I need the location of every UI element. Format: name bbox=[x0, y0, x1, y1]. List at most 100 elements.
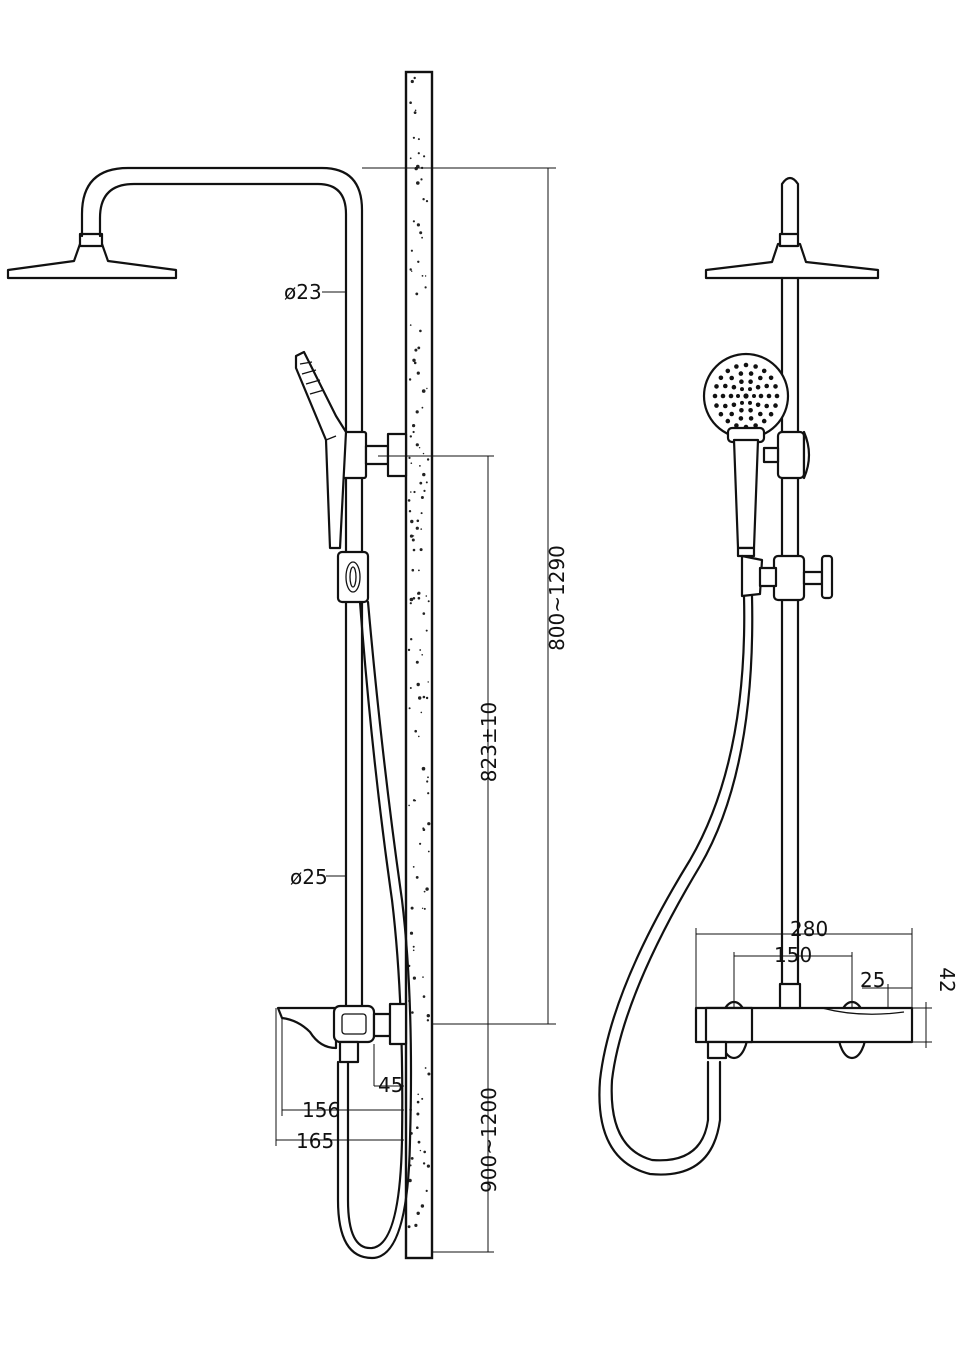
wall-speck bbox=[408, 510, 412, 513]
mixer-valve bbox=[276, 1002, 408, 1064]
nozzle bbox=[748, 408, 753, 413]
nozzle bbox=[748, 379, 753, 385]
wall-speck bbox=[419, 842, 422, 845]
nozzle bbox=[766, 393, 772, 399]
wall-speck bbox=[420, 528, 423, 530]
mixer-body-front bbox=[694, 982, 914, 1060]
wall-speck bbox=[416, 682, 420, 687]
nozzle bbox=[764, 403, 769, 409]
wall-speck bbox=[415, 410, 419, 414]
nozzle bbox=[752, 394, 756, 398]
wall-speck bbox=[425, 481, 428, 484]
wall-speck bbox=[416, 1126, 419, 1129]
spout-offset-label: 45 bbox=[378, 1073, 403, 1097]
wall-speck bbox=[412, 535, 415, 537]
nozzle bbox=[712, 393, 718, 399]
wall-speck bbox=[414, 729, 418, 733]
wall-speck bbox=[411, 538, 415, 542]
wall-speck bbox=[409, 157, 412, 160]
wall-speck bbox=[421, 907, 424, 909]
wall-speck bbox=[418, 735, 420, 738]
nozzle bbox=[729, 411, 734, 417]
nozzle bbox=[738, 371, 744, 376]
wall-speck bbox=[407, 648, 411, 652]
wall-speck bbox=[416, 519, 420, 523]
wall-speck bbox=[419, 329, 422, 333]
wall-speck bbox=[427, 681, 429, 683]
wall-speck bbox=[416, 181, 420, 185]
wall-speck bbox=[423, 155, 426, 158]
wall-speck bbox=[409, 268, 412, 271]
wall-speck bbox=[412, 945, 415, 948]
wall-speck bbox=[426, 780, 429, 783]
inlet-centers-label: 150 bbox=[774, 943, 812, 967]
nozzle bbox=[729, 375, 734, 381]
wall-speck bbox=[419, 465, 421, 467]
wall-speck bbox=[410, 638, 413, 641]
nozzle bbox=[755, 384, 761, 390]
wall-speck bbox=[409, 101, 412, 104]
wall-speck bbox=[407, 499, 411, 502]
wall-speck bbox=[417, 138, 420, 141]
arm-diameter-label: ø23 bbox=[284, 280, 322, 304]
wall-speck bbox=[425, 595, 428, 597]
front-view: 280 150 25 42 bbox=[598, 176, 959, 1176]
wall-speck bbox=[426, 458, 430, 461]
nozzle bbox=[768, 411, 774, 417]
wall-speck bbox=[412, 976, 416, 980]
wall-speck bbox=[427, 792, 430, 795]
wall-speck bbox=[412, 358, 416, 362]
total-projection-label: 165 bbox=[296, 1129, 334, 1153]
wall-speck bbox=[417, 1140, 421, 1144]
wall-speck bbox=[414, 109, 417, 112]
wall-speck bbox=[417, 260, 420, 263]
wall-speck bbox=[415, 292, 419, 296]
nozzle bbox=[748, 400, 752, 405]
outlet-height-label: 800~1290 bbox=[545, 545, 569, 651]
wall-speck bbox=[412, 866, 415, 868]
wall-speck bbox=[421, 654, 424, 656]
connector-span-label: 823±10 bbox=[477, 702, 501, 782]
wall-speck bbox=[414, 348, 418, 352]
wall-speck bbox=[415, 876, 419, 879]
nozzle bbox=[714, 384, 719, 389]
dimension-lines-side bbox=[275, 167, 556, 1253]
wall-speck bbox=[427, 1072, 431, 1076]
wall-speck bbox=[414, 1223, 418, 1227]
wall-speck bbox=[419, 231, 423, 235]
wall-speck bbox=[426, 1019, 430, 1022]
rain-head-front bbox=[704, 232, 880, 280]
nozzle bbox=[723, 403, 728, 409]
nozzle bbox=[755, 402, 761, 408]
wall-speck bbox=[423, 890, 426, 893]
nozzle bbox=[718, 411, 724, 417]
nozzle bbox=[739, 379, 744, 385]
nozzle bbox=[758, 375, 763, 381]
wall-speck bbox=[409, 597, 414, 602]
wall-speck bbox=[424, 275, 427, 277]
wall-speck bbox=[421, 275, 424, 277]
wall-speck bbox=[423, 489, 426, 492]
nozzle bbox=[736, 394, 740, 398]
wall-speck bbox=[427, 850, 430, 853]
shower-arm bbox=[80, 166, 364, 434]
wall-speck bbox=[410, 1157, 414, 1160]
hand-shower-front bbox=[702, 352, 790, 558]
wall-speck bbox=[412, 430, 415, 434]
rain-shower-head bbox=[6, 232, 178, 280]
wall-speck bbox=[410, 906, 414, 910]
wall-speck bbox=[421, 389, 426, 393]
wall-speck bbox=[422, 976, 424, 978]
wall-speck bbox=[421, 406, 424, 409]
nozzle bbox=[774, 393, 780, 399]
wall-speck bbox=[410, 462, 413, 465]
nozzle bbox=[748, 387, 752, 392]
wall-speck bbox=[426, 387, 428, 390]
wall-speck bbox=[427, 776, 429, 779]
hose-front bbox=[598, 594, 754, 1176]
wall-speck bbox=[409, 931, 414, 935]
wall-speck bbox=[425, 1189, 428, 1192]
wall-speck bbox=[413, 490, 416, 494]
nozzle bbox=[753, 364, 758, 369]
